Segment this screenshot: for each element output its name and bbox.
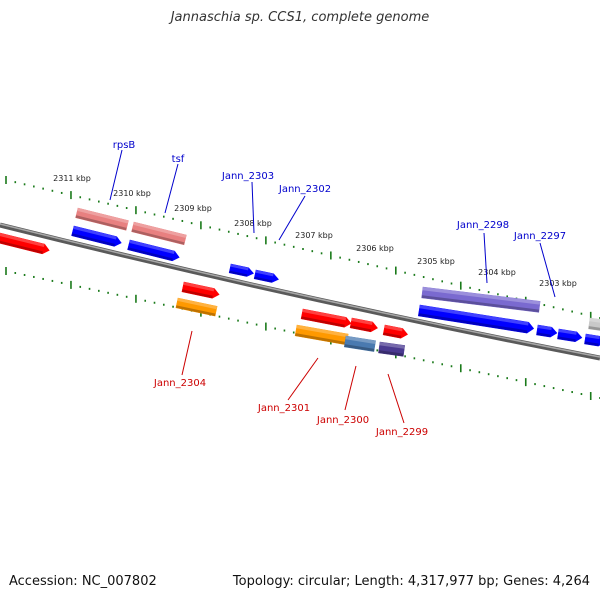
accession-text: Accession: NC_007802 xyxy=(9,574,157,589)
gene-feature[interactable] xyxy=(417,304,535,334)
gene-label: Jann_2302 xyxy=(278,184,331,195)
leader-line xyxy=(109,149,123,201)
gene-label: rpsB xyxy=(113,140,136,151)
scale-label: 2306 kbp xyxy=(356,244,394,253)
gene-feature[interactable] xyxy=(421,286,541,313)
gene-feature[interactable] xyxy=(300,308,352,328)
gene-feature[interactable] xyxy=(253,269,279,284)
scale-label: 2310 kbp xyxy=(113,189,151,198)
map-title: Jannaschia sp. CCS1, complete genome xyxy=(170,10,430,25)
gene-feature[interactable] xyxy=(584,333,600,347)
gene-label: Jann_2304 xyxy=(153,378,206,389)
gene-feature[interactable] xyxy=(228,263,254,278)
scale-label: 2311 kbp xyxy=(53,174,91,183)
genome-summary-text: Topology: circular; Length: 4,317,977 bp… xyxy=(232,574,590,589)
scale-label: 2305 kbp xyxy=(417,257,455,266)
gene-feature[interactable] xyxy=(131,221,187,246)
gene-feature[interactable] xyxy=(378,341,406,357)
gene-feature[interactable] xyxy=(349,317,378,333)
gene-label: tsf xyxy=(172,154,185,165)
gene-feature[interactable] xyxy=(0,232,50,255)
gene-labels: rpsB tsfJann_2303Jann_2302Jann_2298Jann_2… xyxy=(113,140,566,438)
scale-label: 2307 kbp xyxy=(295,231,333,240)
gene-features xyxy=(0,207,600,357)
gene-label: Jann_2301 xyxy=(257,403,310,414)
genome-backbone xyxy=(0,222,600,361)
gene-feature[interactable] xyxy=(181,281,220,299)
gene-label: Jann_2298 xyxy=(456,220,509,231)
leader-line xyxy=(181,330,193,376)
gene-feature[interactable] xyxy=(382,324,408,339)
scale-labels: 2311 kbp 2310 kbp 2309 kbp 2308 kbp 2307 kbp… xyxy=(53,174,577,288)
gene-label: Jann_2297 xyxy=(513,231,566,242)
gene-feature[interactable] xyxy=(175,297,218,317)
label-leaders xyxy=(109,149,556,424)
gene-feature[interactable] xyxy=(343,335,376,352)
leader-line xyxy=(164,163,179,214)
scale-label: 2303 kbp xyxy=(539,279,577,288)
gene-feature[interactable] xyxy=(127,239,181,262)
gene-feature[interactable] xyxy=(71,225,123,248)
gene-feature[interactable] xyxy=(588,317,600,331)
leader-line xyxy=(539,242,556,298)
scale-track-top xyxy=(5,176,600,320)
gene-feature[interactable] xyxy=(294,324,349,346)
leader-line xyxy=(344,365,357,411)
leader-line xyxy=(483,232,488,284)
gene-feature[interactable] xyxy=(75,207,129,231)
gene-feature[interactable] xyxy=(536,324,558,338)
scale-label: 2308 kbp xyxy=(234,219,272,228)
leader-line xyxy=(387,373,405,424)
gene-label: Jann_2300 xyxy=(316,415,369,426)
gene-label: Jann_2303 xyxy=(221,171,274,182)
leader-line xyxy=(251,181,255,234)
leader-line xyxy=(278,195,306,241)
gene-feature[interactable] xyxy=(557,328,583,343)
scale-label: 2304 kbp xyxy=(478,268,516,277)
scale-label: 2309 kbp xyxy=(174,204,212,213)
leader-line xyxy=(287,357,319,401)
gene-label: Jann_2299 xyxy=(375,427,428,438)
